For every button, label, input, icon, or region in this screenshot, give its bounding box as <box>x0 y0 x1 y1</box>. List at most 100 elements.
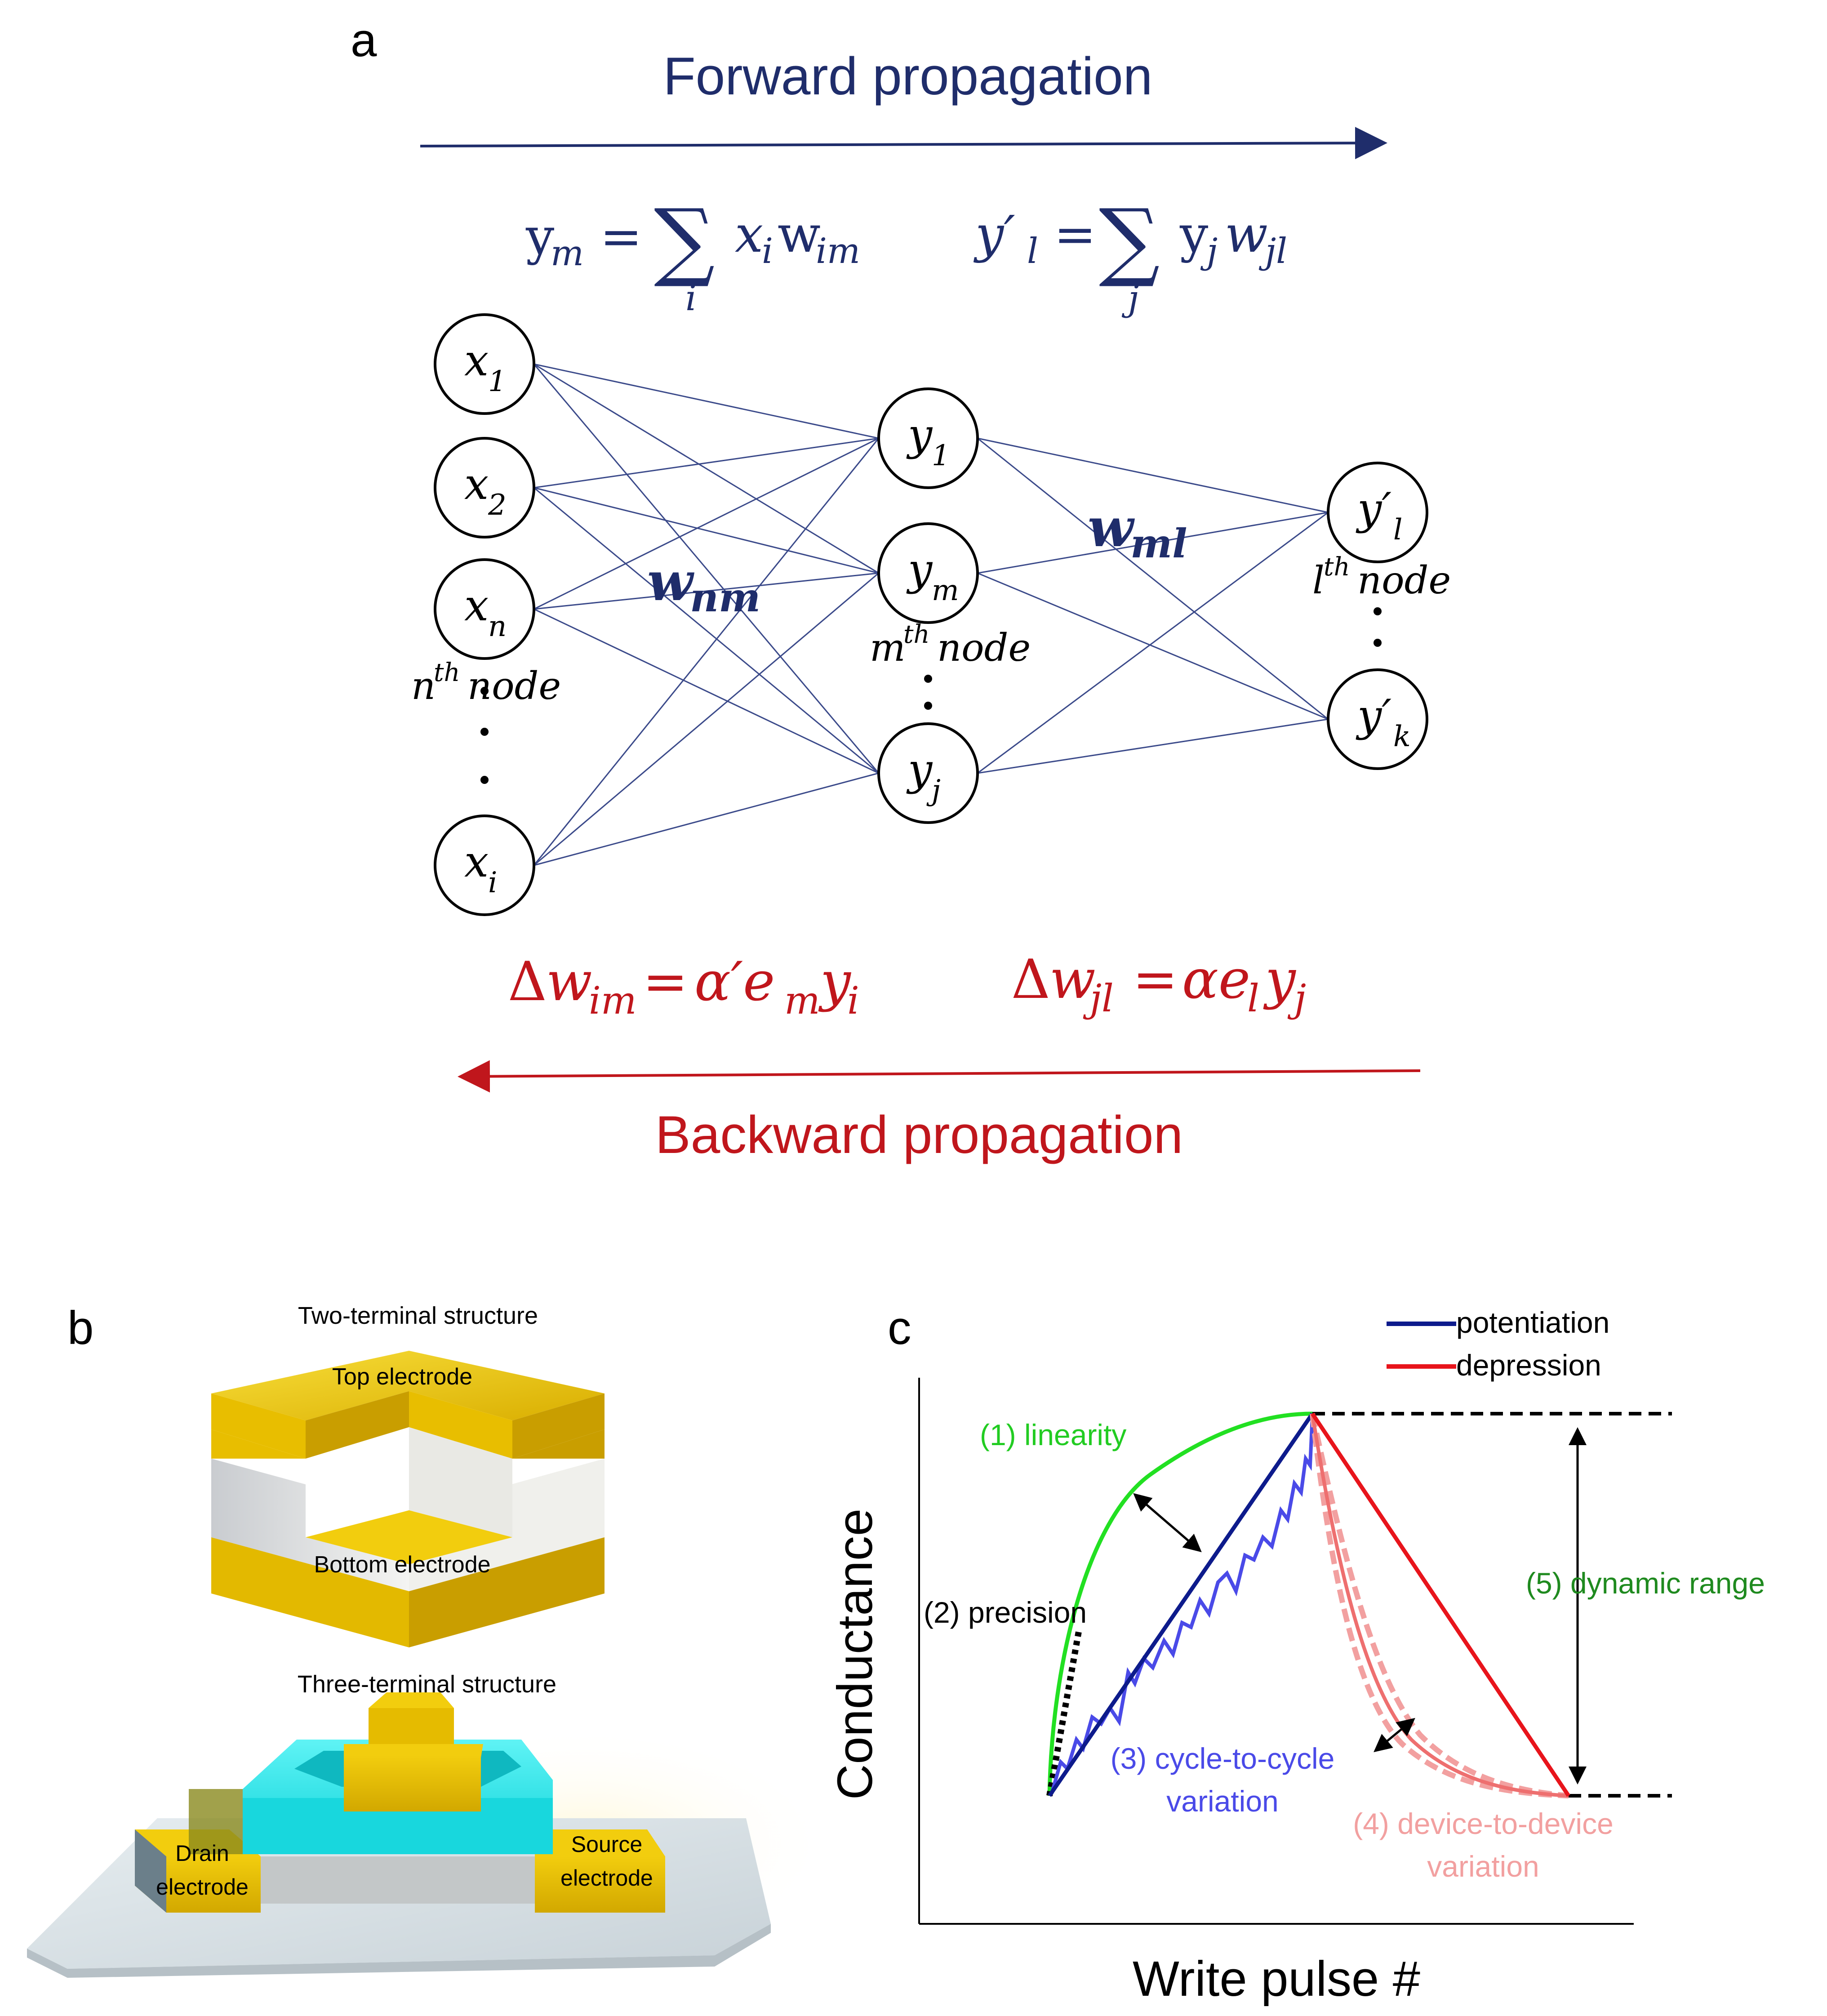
svg-text:=: = <box>1133 948 1178 1011</box>
drain-label-line1: Drain <box>175 1841 229 1866</box>
output-node-caption: l th node <box>1312 552 1451 602</box>
weight-label-w-ml: w ml <box>1088 496 1187 567</box>
svg-text:node: node <box>1357 558 1451 602</box>
input-node-xi-label: x <box>464 837 489 887</box>
svg-text:y: y <box>525 208 554 266</box>
panel-a-label: a <box>351 14 377 67</box>
edge-hidden-2-output-1 <box>977 718 1329 774</box>
hidden-node-ym-label: y <box>906 544 933 595</box>
edge-hidden-0-output-0 <box>977 437 1329 513</box>
backward-propagation-label: Backward propagation <box>655 1105 1183 1165</box>
edge-input-0-hidden-0 <box>533 363 879 439</box>
edge-input-0-hidden-2 <box>533 364 880 774</box>
weight-label-w-nm: w nm <box>647 550 760 621</box>
linearity-curve <box>1047 1411 1313 1796</box>
annotation-precision: (2) precision <box>924 1596 1087 1629</box>
svg-text:i: i <box>847 979 859 1023</box>
input-node-xi-subscript: i <box>488 866 497 899</box>
svg-text:w: w <box>546 951 592 1013</box>
svg-text:l: l <box>1247 976 1259 1020</box>
edge-input-1-hidden-0 <box>533 437 879 489</box>
edge-hidden-1-output-1 <box>977 572 1329 720</box>
input-node-xn-subscript: n <box>488 610 507 643</box>
hidden-node-yj-label: y <box>906 744 933 795</box>
input-node-x1: x1 <box>434 313 535 415</box>
input-node-x1-subscript: 1 <box>488 365 507 398</box>
linearity-double-arrow <box>1133 1493 1202 1553</box>
hidden-node-y1: y1 <box>877 387 979 489</box>
drain-label-line2: electrode <box>156 1874 249 1900</box>
edge-hidden-2-output-0 <box>977 512 1329 774</box>
backward-equation-1: Δ w im = α′e m y i <box>508 951 859 1023</box>
input-node-x2-subscript: 2 <box>488 489 507 522</box>
output-node-yprime-l-label: y′ <box>1356 484 1391 534</box>
edge-input-0-hidden-1 <box>533 363 879 574</box>
device-double-arrow <box>1374 1718 1415 1753</box>
depression-line <box>1311 1412 1570 1797</box>
annotation-dynamic-range: (5) dynamic range <box>1526 1567 1765 1600</box>
cycle-to-cycle-trace <box>1050 1415 1314 1794</box>
svg-text:∑: ∑ <box>1099 191 1160 290</box>
svg-text:m: m <box>784 979 820 1023</box>
svg-text:y: y <box>818 951 852 1013</box>
panel-b: b Two-terminal structure Top electr <box>27 1302 831 1978</box>
panel-a: a Forward propagation y m = ∑ i x i w im… <box>351 14 1451 1165</box>
svg-text:Δ: Δ <box>508 951 547 1013</box>
ellipsis-dots <box>480 607 1382 784</box>
backward-arrow <box>458 1060 1421 1093</box>
potentiation-line <box>1048 1412 1314 1797</box>
y-axis-label: Conductance <box>827 1509 883 1800</box>
bottom-electrode-label: Bottom electrode <box>314 1552 490 1578</box>
edge-input-3-hidden-1 <box>533 572 879 866</box>
svg-text:i: i <box>685 278 697 319</box>
svg-text:l: l <box>1027 231 1038 271</box>
svg-text:i: i <box>762 231 773 271</box>
top-electrode-label: Top electrode <box>332 1364 472 1390</box>
hidden-node-ym-subscript: m <box>932 574 959 607</box>
svg-text:α′e: α′e <box>694 951 775 1013</box>
svg-text:l: l <box>1312 558 1325 602</box>
three-terminal-device <box>27 1692 831 1978</box>
svg-text:αe: αe <box>1182 948 1250 1011</box>
output-node-yprime-k: y′k <box>1327 668 1428 770</box>
output-node-yprime-l: y′l <box>1327 462 1428 563</box>
svg-text:nm: nm <box>690 574 760 621</box>
svg-text:m: m <box>870 626 906 670</box>
legend: potentiation depression <box>1387 1306 1609 1382</box>
svg-text:=: = <box>600 208 642 266</box>
annotation-linearity: (1) linearity <box>980 1418 1126 1451</box>
input-node-xn-label: x <box>464 580 489 631</box>
edge-hidden-1-output-0 <box>977 512 1329 574</box>
source-label-line2: electrode <box>560 1865 653 1891</box>
svg-text:w: w <box>647 550 694 613</box>
edge-input-1-hidden-1 <box>533 487 879 574</box>
input-node-x2: x2 <box>434 437 535 538</box>
forward-equation-2: y′ l = ∑ j y j w jl <box>973 191 1287 319</box>
forward-equation-1: y m = ∑ i x i w im <box>525 191 860 319</box>
hidden-node-y1-subscript: 1 <box>932 439 950 472</box>
two-terminal-device <box>202 1346 616 1652</box>
svg-text:im: im <box>589 979 637 1023</box>
edge-hidden-0-output-1 <box>977 437 1329 720</box>
source-label-line1: Source <box>571 1832 642 1857</box>
svg-text:node: node <box>467 664 561 708</box>
panel-c: c potentiation depression Conductance Wr… <box>827 1302 1765 2007</box>
svg-text:Δ: Δ <box>1011 948 1050 1011</box>
output-node-yprime-k-subscript: k <box>1393 720 1411 753</box>
panel-b-label: b <box>67 1302 93 1354</box>
precision-dots <box>1046 1631 1082 1797</box>
svg-text:th: th <box>434 658 460 687</box>
svg-text:node: node <box>937 626 1031 670</box>
annotation-cycle-line2: variation <box>1166 1785 1278 1818</box>
svg-text:th: th <box>1324 552 1350 582</box>
svg-text:w: w <box>778 205 821 264</box>
annotation-cycle-line1: (3) cycle-to-cycle <box>1111 1742 1335 1775</box>
input-node-x1-label: x <box>464 335 489 386</box>
input-node-caption: n th node <box>411 658 561 708</box>
svg-text:im: im <box>816 231 860 271</box>
input-node-x2-label: x <box>464 459 489 509</box>
svg-text:w: w <box>1225 205 1268 264</box>
input-node-xn: xn <box>434 558 535 660</box>
two-terminal-title: Two-terminal structure <box>298 1302 538 1329</box>
